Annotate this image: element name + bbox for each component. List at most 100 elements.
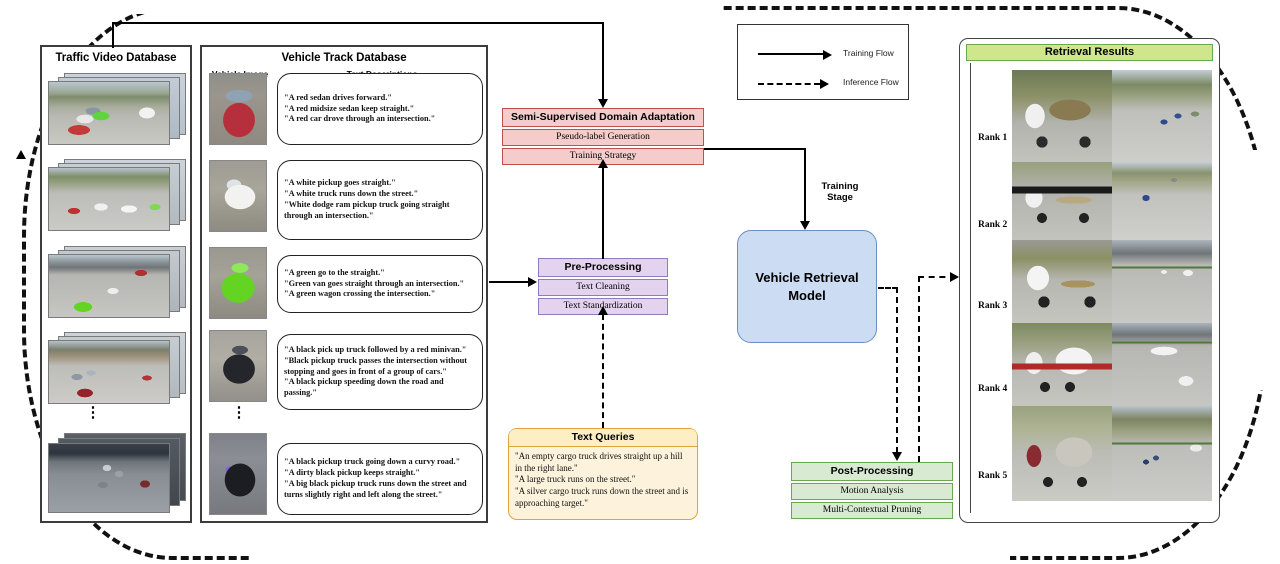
- retrieval-results-divider: [970, 63, 972, 513]
- post-processing-title: Post-Processing: [791, 462, 953, 481]
- vehicle-retrieval-model-label: Vehicle Retrieval Model: [755, 269, 858, 304]
- desc-line: "White dodge ram pickup truck going stra…: [284, 200, 450, 220]
- post-processing-box[interactable]: Post-Processing Motion Analysis Multi-Co…: [791, 462, 953, 519]
- post-processing-row-motion-analysis[interactable]: Motion Analysis: [791, 483, 953, 500]
- video-frame-stack-2: [48, 159, 186, 231]
- rank-label-2: Rank 2: [978, 220, 1008, 230]
- text-description-box-4: "A black pick up truck followed by a red…: [277, 334, 483, 410]
- text-description-box-3: "A green go to the straight." "Green van…: [277, 255, 483, 313]
- edge-vrm-down-to-postprocessing-dashed: [896, 287, 898, 453]
- highway-daytime-frame: [48, 81, 170, 145]
- pre-processing-title: Pre-Processing: [538, 258, 668, 277]
- retrieval-results-panel: Retrieval Results Rank 1 Rank 2 Rank 3 R…: [959, 38, 1220, 523]
- legend-box: Training Flow Inference Flow: [737, 24, 909, 100]
- legend-inference-flow-arrowhead: [820, 78, 829, 89]
- edge-text-queries-to-preprocessing-dashed: [602, 314, 604, 428]
- vrm-line-1: Vehicle Retrieval: [755, 269, 859, 285]
- desc-line: "A dirty black pickup keeps straight.": [284, 468, 420, 478]
- video-frame-stack-1: [48, 73, 186, 145]
- legend-training-flow-arrowhead: [823, 49, 832, 60]
- desc-line: "A black pickup truck going down a curvy…: [284, 457, 461, 467]
- desc-line: "Black pickup truck passes the intersect…: [284, 355, 468, 376]
- query-line: "A silver cargo truck runs down the stre…: [515, 486, 689, 508]
- text-queries-body: "An empty cargo truck drives straight up…: [509, 447, 697, 513]
- loop-mask-bottom: [250, 540, 1010, 564]
- edge-into-ssda-vertical: [602, 22, 605, 100]
- vehicle-track-database-title: Vehicle Track Database: [281, 52, 407, 64]
- text-queries-title: Text Queries: [509, 429, 697, 447]
- legend-inference-flow-label: Inference Flow: [843, 77, 899, 87]
- loop-mask-top: [120, 0, 720, 14]
- rank-row-3: [1012, 240, 1212, 323]
- training-stage-line-2: Stage: [827, 191, 853, 203]
- edge-postprocessing-arrowhead: [891, 452, 902, 461]
- video-frame-stack-4: [48, 332, 186, 404]
- query-line: "An empty cargo truck drives straight up…: [515, 451, 683, 473]
- training-stage-edge-label: Training Stage: [810, 181, 870, 204]
- edge-track-db-to-preprocessing: [489, 281, 529, 284]
- edge-vrm-arrowhead: [799, 221, 810, 230]
- rank-label-5: Rank 5: [978, 471, 1008, 481]
- desc-line: "A black pick up truck followed by a red…: [284, 344, 467, 354]
- rank-1-vehicle-crop: [1012, 70, 1112, 162]
- edge-postprocessing-up-dashed: [918, 276, 920, 462]
- edge-text-queries-to-preprocessing-arrowhead: [597, 306, 608, 315]
- vehicle-image-white-pickup: [209, 160, 267, 232]
- edge-traffic-db-up: [112, 22, 115, 48]
- text-queries-box[interactable]: Text Queries "An empty cargo truck drive…: [508, 428, 698, 520]
- ssda-row-pseudo-label-generation[interactable]: Pseudo-label Generation: [502, 129, 704, 146]
- vehicle-image-green-van: [209, 247, 267, 319]
- desc-line: "A black pickup speeding down the road a…: [284, 377, 444, 398]
- edge-into-ssda-arrowhead: [597, 99, 608, 108]
- query-line: "A large truck runs on the street.": [515, 474, 636, 485]
- vehicle-image-black-pickup-night: [209, 433, 267, 515]
- rank-2-scene: [1112, 162, 1212, 240]
- desc-line: "A red car drove through an intersection…: [284, 114, 436, 124]
- vehicle-retrieval-model-box[interactable]: Vehicle Retrieval Model: [737, 230, 877, 343]
- edge-traffic-db-to-ssda-horizontal: [112, 22, 604, 25]
- parking-lot-store-frame: [48, 254, 170, 318]
- desc-line: "A green go to the straight.": [284, 267, 385, 277]
- rank-5-scene: [1112, 406, 1212, 501]
- desc-line: "A red midsize sedan keep straight.": [284, 103, 415, 113]
- vrm-line-2: Model: [788, 287, 826, 303]
- desc-line: "A green wagon crossing the intersection…: [284, 289, 436, 299]
- rank-3-vehicle-crop: [1012, 240, 1112, 323]
- desc-line: "A red sedan drives forward.": [284, 92, 392, 102]
- edge-ssda-to-vrm-vertical: [804, 148, 807, 222]
- semi-supervised-domain-adaptation-box[interactable]: Semi-Supervised Domain Adaptation Pseudo…: [502, 108, 704, 165]
- text-description-box-5: "A black pickup truck going down a curvy…: [277, 443, 483, 515]
- video-frame-stack-5: [48, 433, 186, 515]
- pre-processing-box[interactable]: Pre-Processing Text Cleaning Text Standa…: [538, 258, 668, 315]
- legend-inference-flow-line: [758, 83, 820, 85]
- rank-4-vehicle-crop: [1012, 323, 1112, 406]
- desc-line: "A white truck runs down the street.": [284, 189, 419, 199]
- text-description-box-2: "A white pickup goes straight." "A white…: [277, 160, 483, 240]
- desc-line: "A big black pickup truck runs down the …: [284, 479, 467, 499]
- video-frame-stack-3: [48, 246, 186, 318]
- vehicle-image-red-sedan: [209, 73, 267, 145]
- pre-processing-row-text-cleaning[interactable]: Text Cleaning: [538, 279, 668, 296]
- rank-row-4: [1012, 323, 1212, 406]
- rank-3-scene: [1112, 240, 1212, 323]
- rank-4-scene: [1112, 323, 1212, 406]
- rank-2-vehicle-crop: [1012, 162, 1112, 240]
- rank-row-1: [1012, 70, 1212, 162]
- post-processing-row-multi-contextual-pruning[interactable]: Multi-Contextual Pruning: [791, 502, 953, 519]
- rank-row-5: [1012, 406, 1212, 501]
- edge-retrieval-results-arrowhead: [950, 271, 959, 282]
- rank-1-scene: [1112, 70, 1212, 162]
- retrieval-results-title: Retrieval Results: [966, 44, 1213, 61]
- rank-label-1: Rank 1: [978, 133, 1008, 143]
- hill-road-frame: [48, 340, 170, 404]
- city-street-night-frame: [48, 443, 170, 513]
- rank-row-2: [1012, 162, 1212, 240]
- edge-to-retrieval-results-dashed: [918, 276, 956, 278]
- ssda-title: Semi-Supervised Domain Adaptation: [502, 108, 704, 127]
- edge-preprocessing-to-ssda-arrowhead: [597, 159, 608, 168]
- legend-training-flow-label: Training Flow: [843, 48, 894, 58]
- inference-loop-return-arrowhead: [16, 150, 26, 159]
- traffic-video-ellipsis: ⋮: [85, 404, 101, 421]
- training-stage-line-1: Training: [821, 181, 859, 192]
- edge-preprocessing-arrowhead: [528, 276, 537, 287]
